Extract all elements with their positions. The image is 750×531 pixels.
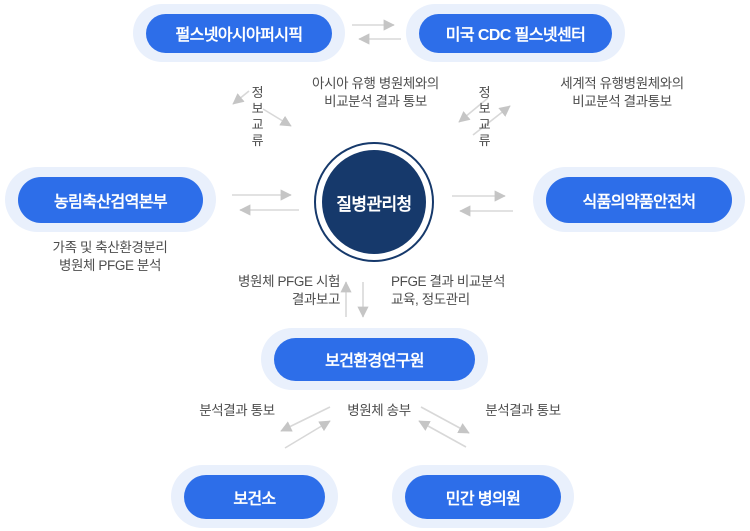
node-health-env-institute: 보건환경연구원 (261, 328, 488, 390)
note-info-exchange-right: 정보교류 (478, 85, 491, 148)
node-public-health-center: 보건소 (171, 465, 338, 528)
node-pulsenet-asia-label: 펄스넷아시아퍼시픽 (146, 13, 332, 53)
node-pulsenet-asia: 펄스넷아시아퍼시픽 (133, 4, 345, 62)
node-kdca: 질병관리청 (322, 150, 426, 254)
node-health-env-institute-label: 보건환경연구원 (274, 337, 475, 381)
note-notify-left: 분석결과 통보 (199, 403, 275, 418)
arrow-diag-tl-up (232, 90, 250, 105)
note-send-pathogen: 병원체 송부 (347, 403, 411, 418)
node-quarantine-agency: 농림축산검역본부 (5, 167, 216, 232)
node-private-hospitals-label: 민간 병의원 (405, 474, 561, 519)
note-info-exchange-left: 정보교류 (251, 85, 264, 148)
node-private-hospitals: 민간 병의원 (392, 465, 574, 528)
arrow-diag-bl-up (284, 420, 331, 449)
note-pfge-report: 병원체 PFGE 시험 결과보고 (238, 274, 340, 307)
note-global-result: 세계적 유행병원체와의 비교분석 결과통보 (560, 76, 684, 109)
note-asia-result: 아시아 유행 병원체와의 비교분석 결과 통보 (312, 76, 439, 109)
node-food-drug-safety-label: 식품의약품안전처 (546, 176, 732, 223)
node-us-cdc: 미국 CDC 필스넷센터 (406, 4, 625, 62)
node-food-drug-safety: 식품의약품안전처 (533, 167, 745, 232)
note-pfge-feedback: PFGE 결과 비교분석 교육, 정도관리 (391, 274, 505, 307)
note-quarantine: 가족 및 축산환경분리 병원체 PFGE 분석 (52, 240, 168, 273)
arrow-diag-br-up (418, 420, 467, 448)
arrow-diag-br-down (420, 406, 470, 434)
node-quarantine-agency-label: 농림축산검역본부 (18, 176, 203, 223)
node-kdca-ring: 질병관리청 (314, 142, 434, 262)
note-notify-right: 분석결과 통보 (485, 403, 561, 418)
arrow-diag-tl-down (262, 108, 292, 127)
node-public-health-center-label: 보건소 (184, 474, 325, 519)
node-us-cdc-label: 미국 CDC 필스넷센터 (419, 13, 612, 53)
arrow-diag-bl-down (280, 406, 331, 432)
